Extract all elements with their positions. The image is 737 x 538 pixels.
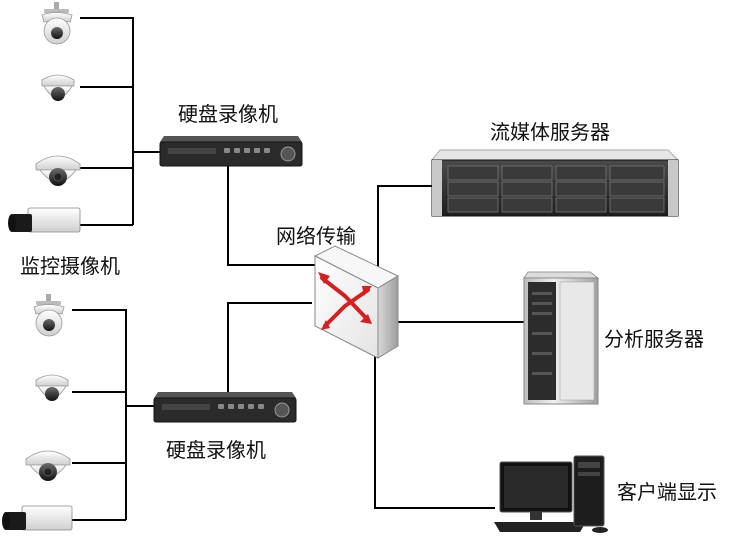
top-camera-bus: [80, 17, 134, 225]
link-switch-client: [374, 355, 495, 509]
rack-server-icon: [430, 149, 680, 217]
client-display-label: 客户端显示: [617, 480, 717, 504]
analysis-server-label: 分析服务器: [604, 327, 704, 351]
bottom-camera-bus: [72, 309, 127, 520]
top-dvr-label: 硬盘录像机: [178, 102, 278, 126]
ptz-camera-icon: [33, 294, 65, 337]
streaming-server-label: 流媒体服务器: [490, 120, 610, 144]
ir-dome-camera-icon: [25, 450, 71, 481]
mini-dome-camera-icon: [41, 74, 75, 101]
bottom-dvr-label: 硬盘录像机: [166, 438, 266, 462]
ir-dome-camera-icon: [35, 155, 81, 186]
connection-lines: [72, 17, 526, 521]
link-switch-streaming-server: [377, 185, 432, 268]
box-camera-icon: [8, 207, 81, 233]
ptz-camera-icon: [41, 2, 73, 45]
box-camera-icon: [2, 505, 73, 531]
blade-server-icon: [523, 271, 600, 405]
mini-dome-camera-icon: [35, 374, 69, 401]
link-top-dvr-switch: [227, 165, 315, 266]
dvr-icon: [153, 392, 297, 423]
link-bottom-dvr-switch: [227, 302, 312, 392]
desktop-pc-icon: [494, 455, 608, 533]
network-label: 网络传输: [276, 224, 356, 248]
cameras-label: 监控摄像机: [20, 254, 120, 278]
dvr-icon: [159, 136, 303, 167]
network-switch-icon: [313, 245, 400, 359]
